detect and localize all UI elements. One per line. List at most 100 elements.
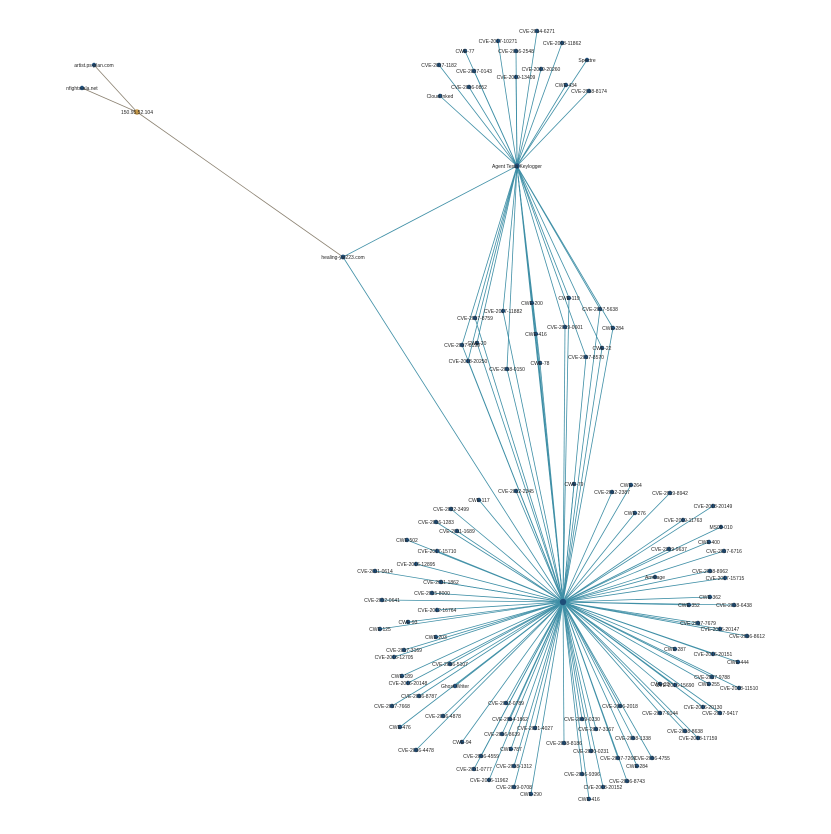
node-cve-2019-0708-82[interactable] (511, 784, 517, 790)
node-cve-2018-17159-61[interactable] (695, 735, 701, 741)
node-cve-2017-5638-2[interactable] (597, 306, 603, 312)
node-cwe-22-10[interactable] (599, 345, 605, 351)
node-cve-2016-20147-34[interactable] (717, 626, 723, 632)
node-cve-2011-0777-78[interactable] (471, 766, 477, 772)
node-ghost-writer-46[interactable] (452, 683, 458, 689)
node-cve-2016-20148-45[interactable] (405, 680, 411, 686)
node-cve-2018-20149-4[interactable] (710, 503, 716, 509)
node-cve-2016-8787-50[interactable] (416, 693, 422, 699)
node-cve-2016-4755-72[interactable] (649, 755, 655, 761)
node-cve-2017-9417-55[interactable] (717, 710, 723, 716)
node-cwe-117-6[interactable] (476, 497, 482, 503)
node-cve-2018-6438-27[interactable] (731, 602, 737, 608)
node-cve-2012-2345-5[interactable] (513, 488, 519, 494)
node-cve-2017-3169-36[interactable] (401, 647, 407, 653)
node-cwe-79-0[interactable] (571, 481, 577, 487)
node-cwe-94-67[interactable] (459, 739, 465, 745)
node-cve-2019-9637-14[interactable] (666, 546, 672, 552)
node-cve-2018-1338-66[interactable] (630, 735, 636, 741)
node-cwe-284-6[interactable] (610, 325, 616, 331)
node-cve-2017-7679-30[interactable] (695, 620, 701, 626)
node-cve-2018-11510-49[interactable] (736, 685, 742, 691)
node-cve-2011-0614-21[interactable] (372, 568, 378, 574)
node-cwe-287-39[interactable] (672, 646, 678, 652)
node-cwe-200-1[interactable] (529, 300, 535, 306)
node-cve-2012-2387-2[interactable] (609, 489, 615, 495)
node-cve-2018-8638-60[interactable] (682, 728, 688, 734)
node-cve-2017-15710-17[interactable] (434, 548, 440, 554)
node-cve-2017-6716-15[interactable] (721, 548, 727, 554)
node-cve-2017-8759-4[interactable] (472, 315, 478, 321)
node-cwe-119-0[interactable] (566, 295, 572, 301)
node-cve-2014-6271-0[interactable] (534, 28, 540, 34)
node-cve-2017-0199-8[interactable] (459, 342, 465, 348)
node-hub-0[interactable] (559, 598, 567, 606)
node-cwe-284-74[interactable] (634, 763, 640, 769)
node-cwe-476-59[interactable] (397, 724, 403, 730)
node-cve-2016-1283-11[interactable] (433, 519, 439, 525)
node-agent-tesla-keylogger-0[interactable] (514, 163, 520, 169)
node-cwe-444-40[interactable] (735, 659, 741, 665)
node-cve-2017-1182-6[interactable] (436, 62, 442, 68)
node-cve-2019-11763-8[interactable] (680, 517, 686, 523)
node-cve-2016-8612-31[interactable] (744, 633, 750, 639)
node-cwe-502-16[interactable] (404, 537, 410, 543)
node-cwe-93-32[interactable] (405, 619, 411, 625)
node-cwe-203-35[interactable] (433, 634, 439, 640)
node-nfights-ala-net-1[interactable] (79, 85, 85, 91)
node-cve-2017-7269-71[interactable] (615, 755, 621, 761)
node-cwe-290-83[interactable] (528, 791, 534, 797)
node-150-95-52-104-0[interactable] (134, 109, 140, 115)
node-cve-2021-4027-65[interactable] (532, 725, 538, 731)
node-cve-2016-2018-57[interactable] (617, 703, 623, 709)
node-cve-2015-8000-24[interactable] (429, 590, 435, 596)
node-cve-2017-9788-43[interactable] (709, 674, 715, 680)
node-cve-2019-13409-8[interactable] (513, 74, 519, 80)
node-cve-2012-0789-53[interactable] (503, 700, 509, 706)
node-cwe-78-14[interactable] (537, 360, 543, 366)
node-cve-2016-0852-10[interactable] (466, 84, 472, 90)
node-cwe-416-7[interactable] (533, 331, 539, 337)
node-armitage-23[interactable] (652, 574, 658, 580)
node-cve-2016-2548-4[interactable] (513, 48, 519, 54)
node-cve-2019-8942-3[interactable] (667, 490, 673, 496)
node-cve-2018-0150-13[interactable] (504, 366, 510, 372)
node-cwe-189-42[interactable] (399, 673, 405, 679)
node-cve-2016-8639-62[interactable] (499, 731, 505, 737)
node-cve-2017-8570-11[interactable] (583, 354, 589, 360)
node-cve-2016-12705-38[interactable] (391, 654, 397, 660)
node-cwe-362-25[interactable] (707, 594, 713, 600)
node-cve-2018-20250-12[interactable] (465, 358, 471, 364)
node-cve-2017-10271-1[interactable] (495, 38, 501, 44)
node-cve-2019-0601-5[interactable] (562, 324, 568, 330)
node-cve-2022-3499-10[interactable] (448, 506, 454, 512)
node-cve-2019-20260-9[interactable] (538, 66, 544, 72)
node-cve-2017-7668-52[interactable] (389, 703, 395, 709)
node-cwe-416-84[interactable] (586, 796, 592, 802)
node-cve-2017-3167-64[interactable] (593, 726, 599, 732)
node-artist-ps-plan-com-0[interactable] (91, 62, 97, 68)
node-cve-2017-15715-19[interactable] (722, 575, 728, 581)
node-cwe-20-9[interactable] (474, 340, 480, 346)
node-cve-2014-1862-58[interactable] (507, 716, 513, 722)
node-cwe-787-73[interactable] (508, 746, 514, 752)
node-cve-2016-4478-68[interactable] (413, 747, 419, 753)
node-cve-2012-16764-29[interactable] (434, 607, 440, 613)
node-cve-2017-0143-7[interactable] (471, 68, 477, 74)
node-cve-2016-8743-76[interactable] (624, 778, 630, 784)
node-cve-2016-20151-37[interactable] (710, 651, 716, 657)
node-cwe-264-1[interactable] (628, 482, 634, 488)
node-cve-2018-8174-12[interactable] (586, 88, 592, 94)
node-cve-2011-1689-12[interactable] (454, 528, 460, 534)
node-cve-2016-11962-81[interactable] (486, 777, 492, 783)
node-cve-2016-5107-41[interactable] (447, 661, 453, 667)
node-cwe-20-44[interactable] (657, 681, 663, 687)
node-cwe-125-33[interactable] (377, 626, 383, 632)
node-cwe-276-7[interactable] (632, 510, 638, 516)
node-cwe-434-11[interactable] (563, 82, 569, 88)
node-cloud-inked-13[interactable] (437, 93, 443, 99)
node-cve-2019-0230-63[interactable] (579, 716, 585, 722)
node-cve-2018-8186-69[interactable] (561, 740, 567, 746)
node-cve-2018-20152-80[interactable] (600, 784, 606, 790)
node-cve-2016-20130-51[interactable] (700, 704, 706, 710)
